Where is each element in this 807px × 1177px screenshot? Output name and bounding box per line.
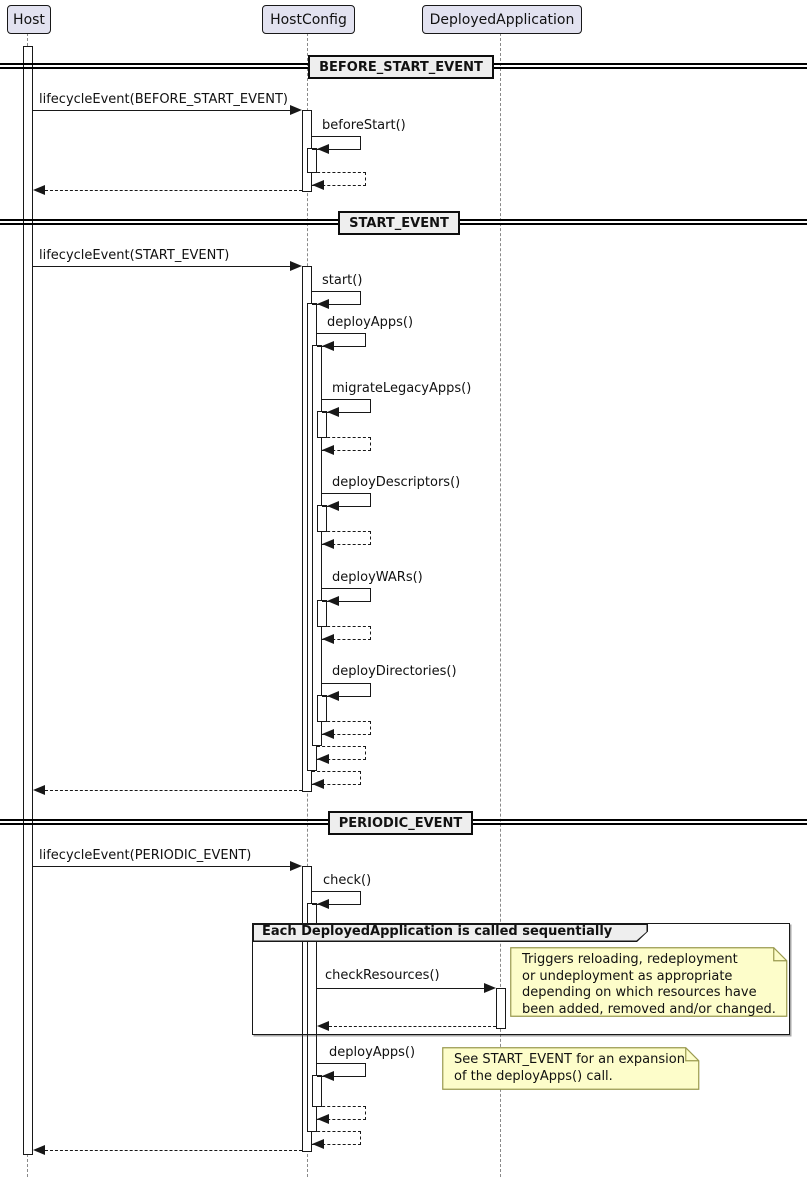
return-checkresources-arrowhead [317,1021,329,1031]
selfcall-migratelegacyapps-arrowhead [327,407,339,417]
activation-beforestart [307,148,317,173]
return-beforestart [312,172,366,190]
selfcall-deployapps-arrowhead [322,341,334,351]
divider-periodic-event-label: PERIODIC_EVENT [338,815,463,831]
selfcall-check-arrowhead [317,899,329,909]
message-lifecycle-periodic-line [33,866,292,867]
participant-hostconfig-label: HostConfig [270,11,347,28]
message-checkresources-arrowhead [484,983,496,993]
return-check [312,1131,361,1149]
return-lifecycle-start-line [45,790,302,791]
activation-host [23,46,33,1155]
return-lifecycle-before-start-arrowhead [33,185,45,195]
return-deploydirectories-arrowhead [322,729,334,739]
divider-periodic-event: PERIODIC_EVENT [328,811,473,835]
return-checkresources-line [329,1026,496,1027]
activation-deployedapplication [496,988,506,1029]
participant-deployedapplication: DeployedApplication [422,5,582,34]
message-lifecycle-before-start-label: lifecycleEvent(BEFORE_START_EVENT) [39,92,288,107]
note-deployapps: See START_EVENT for an expansion of the … [442,1047,700,1090]
message-lifecycle-periodic-arrowhead [290,861,302,871]
selfcall-beforestart [312,136,361,154]
return-migratelegacyapps-arrowhead [322,445,334,455]
message-checkresources-label: checkResources() [325,968,440,983]
activation-deploydescriptors [317,505,327,532]
selfcall-deploywars-arrowhead [327,596,339,606]
message-check-label: check() [323,873,372,888]
activation-deployapps [312,345,322,746]
message-deploydescriptors-label: deployDescriptors() [332,475,461,490]
return-check-arrowhead [312,1139,324,1149]
return-deploydescriptors-arrowhead [322,539,334,549]
return-beforestart-arrowhead [312,180,324,190]
message-deploywars-label: deployWARs() [332,570,423,585]
selfcall-start [312,291,361,309]
return-deploywars-arrowhead [322,634,334,644]
selfcall-check [312,891,361,909]
selfcall-deploydirectories [322,683,371,701]
participant-host-label: Host [13,11,45,28]
message-lifecycle-before-start-arrowhead [290,105,302,115]
note-deployapps-text: See START_EVENT for an expansion of the … [454,1052,685,1084]
return-start [312,771,361,789]
return-deploywars [322,626,371,644]
message-migratelegacyapps-label: migrateLegacyApps() [332,381,472,396]
activation-deploydirectories [317,695,327,722]
selfcall-deploydescriptors-arrowhead [327,501,339,511]
message-lifecycle-start-line [33,266,292,267]
selfcall-deployapps-periodic-arrowhead [322,1071,334,1081]
selfcall-deployapps [317,333,366,351]
divider-start-event-label: START_EVENT [349,215,449,231]
selfcall-deploydescriptors [322,493,371,511]
return-lifecycle-before-start-line [45,190,302,191]
divider-before-start-event-label: BEFORE_START_EVENT [319,59,483,75]
lifeline-deployedapplication [500,33,501,1177]
note-checkresources-text: Triggers reloading, redeployment or unde… [522,952,776,1017]
group-frame-title: Each DeployedApplication is called seque… [262,924,613,939]
message-start-label: start() [322,273,363,288]
participant-deployedapplication-label: DeployedApplication [429,11,575,28]
message-lifecycle-start-arrowhead [290,261,302,271]
return-migratelegacyapps [322,437,371,455]
return-deployapps-arrowhead [317,754,329,764]
group-frame-tab-fill [254,925,647,941]
selfcall-start-arrowhead [317,299,329,309]
message-lifecycle-periodic-label: lifecycleEvent(PERIODIC_EVENT) [39,848,252,863]
note-checkresources: Triggers reloading, redeployment or unde… [510,947,788,1017]
return-deployapps-periodic [317,1106,366,1124]
message-deploydirectories-label: deployDirectories() [332,664,457,679]
participant-hostconfig: HostConfig [262,5,355,34]
note-checkresources-shape [510,947,788,1017]
message-beforestart-label: beforeStart() [322,118,406,133]
note-deployapps-shape [442,1047,700,1090]
activation-deploywars [317,600,327,627]
group-frame-title-tab: Each DeployedApplication is called seque… [252,923,648,942]
activation-migratelegacyapps [317,411,327,438]
selfcall-deploywars [322,588,371,606]
return-deploydirectories [322,721,371,739]
return-deployapps [317,746,366,764]
participant-host: Host [7,5,51,34]
activation-deployapps-periodic [312,1075,322,1107]
message-deployapps-periodic-label: deployApps() [329,1045,416,1060]
message-lifecycle-start-label: lifecycleEvent(START_EVENT) [39,248,230,263]
message-lifecycle-before-start-line [33,110,292,111]
return-lifecycle-periodic-arrowhead [33,1145,45,1155]
message-deployapps-label: deployApps() [327,315,414,330]
return-deploydescriptors [322,531,371,549]
selfcall-beforestart-arrowhead [317,144,329,154]
message-checkresources-line [317,988,486,989]
selfcall-deployapps-periodic [317,1063,366,1081]
selfcall-deploydirectories-arrowhead [327,691,339,701]
selfcall-migratelegacyapps [322,399,371,417]
return-start-arrowhead [312,779,324,789]
return-lifecycle-periodic-line [45,1150,302,1151]
divider-before-start-event: BEFORE_START_EVENT [308,55,494,79]
return-lifecycle-start-arrowhead [33,785,45,795]
divider-start-event: START_EVENT [338,211,460,235]
return-deployapps-periodic-arrowhead [317,1114,329,1124]
